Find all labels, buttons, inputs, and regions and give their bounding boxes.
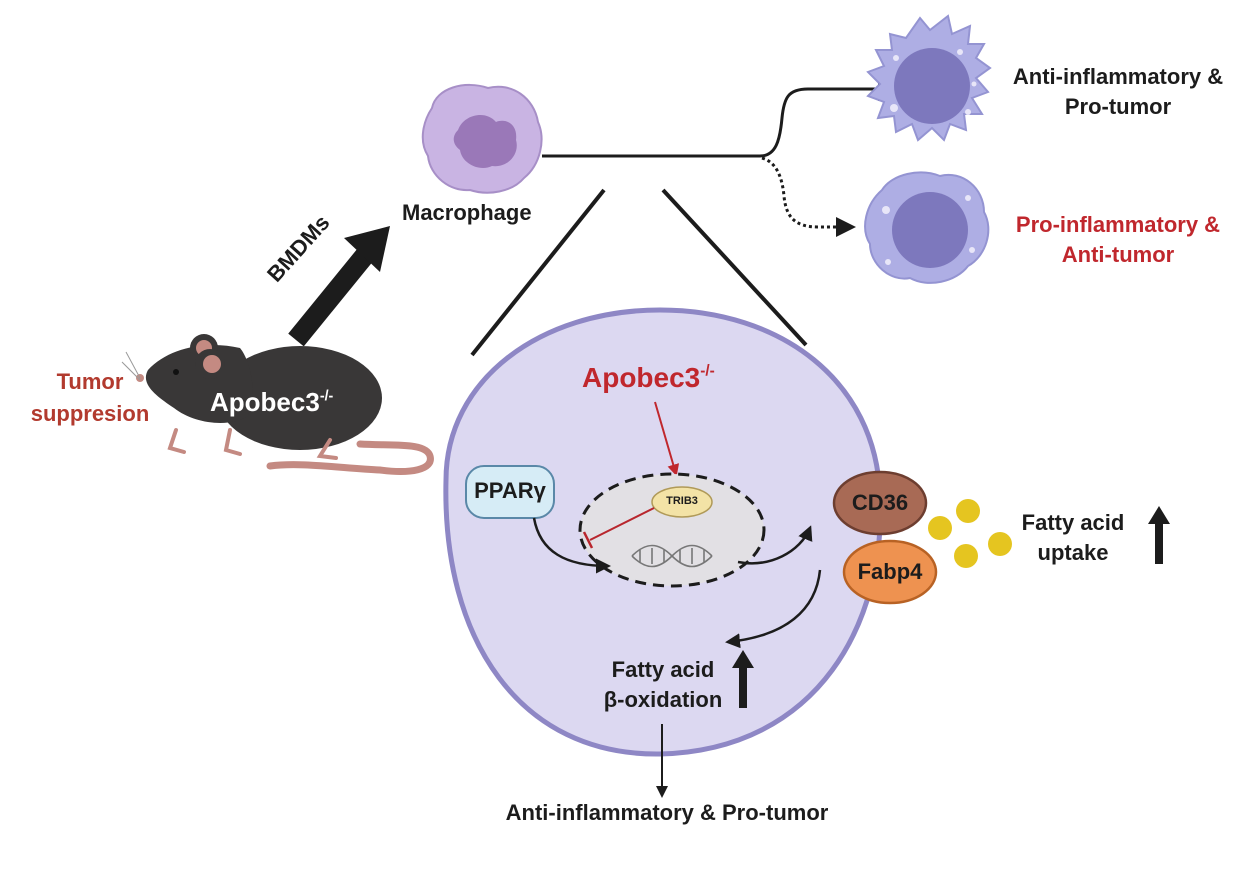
polarization-line <box>542 87 880 158</box>
fao-line2: β-oxidation <box>603 687 723 712</box>
ppar-label: PPARγ <box>474 478 546 503</box>
nucleus <box>578 472 766 588</box>
outcome-bottom-label: Pro-inflammatory & Anti-tumor <box>980 210 1256 270</box>
pro-inflammatory-macrophage-icon <box>864 171 990 284</box>
fa-uptake-label: Fatty acid uptake <box>1010 508 1136 568</box>
fatty-acid-dots-icon <box>928 499 1012 568</box>
fabp4-oval <box>842 539 938 605</box>
outcome-top-line1: Anti-inflammatory & <box>1012 64 1224 89</box>
bmdms-arrow <box>288 226 390 347</box>
outcome-top-label: Anti-inflammatory & Pro-tumor <box>980 62 1256 122</box>
uptake-up-arrow <box>1148 506 1170 564</box>
mouse-genotype-sup: -/- <box>319 388 334 405</box>
trib3-oval <box>651 486 713 518</box>
tumor-suppression-line1: Tumor <box>56 369 124 394</box>
mouse-genotype-label: Apobec3-/- <box>210 387 333 418</box>
dotted-arrow-head <box>836 217 856 237</box>
apobec3-to-nucleus-arrow <box>654 401 680 477</box>
final-outcome-label: Anti-inflammatory & Pro-tumor <box>505 800 829 825</box>
outcome-bottom-line2: Anti-tumor <box>1061 242 1175 267</box>
cell-genotype-label: Apobec3-/- <box>582 362 715 394</box>
cell-genotype-sup: -/- <box>700 362 715 380</box>
fa-uptake-line1: Fatty acid <box>1021 510 1125 535</box>
fao-up-arrow <box>732 650 754 708</box>
trib3-inhibition-line <box>589 507 655 541</box>
trib3-inhibition-bar <box>582 531 594 549</box>
zoom-line-left <box>470 188 606 357</box>
dna-to-cd36-arrow <box>737 525 813 565</box>
macrophage-cell-icon <box>421 83 543 194</box>
cd36-label: CD36 <box>851 490 909 515</box>
cell-genotype-base: Apobec3 <box>582 362 701 393</box>
fao-label: Fatty acid β-oxidation <box>588 655 738 715</box>
trib3-label: TRIB3 <box>666 495 698 507</box>
dotted-arrow <box>761 156 836 229</box>
zoom-line-right <box>661 188 808 347</box>
fabp4-to-fao-arrow <box>725 569 822 649</box>
dna-helix-icon <box>631 544 713 568</box>
tumor-suppression-label: Tumor suppresion <box>30 366 150 430</box>
outcome-top-line2: Pro-tumor <box>1064 94 1172 119</box>
cd36-oval <box>832 470 928 536</box>
anti-inflammatory-macrophage-icon <box>866 14 992 142</box>
ppar-to-dna-arrow <box>532 517 611 574</box>
mouse-icon <box>121 334 434 475</box>
outcome-down-arrow-head <box>656 786 668 798</box>
fa-uptake-line2: uptake <box>1037 540 1109 565</box>
ppar-box <box>465 465 555 519</box>
tumor-suppression-line2: suppresion <box>30 401 150 426</box>
macrophage-label: Macrophage <box>402 200 532 225</box>
fao-line1: Fatty acid <box>611 657 715 682</box>
outcome-bottom-line1: Pro-inflammatory & <box>1015 212 1221 237</box>
fabp4-label: Fabp4 <box>857 559 923 584</box>
mouse-genotype-base: Apobec3 <box>210 387 320 417</box>
